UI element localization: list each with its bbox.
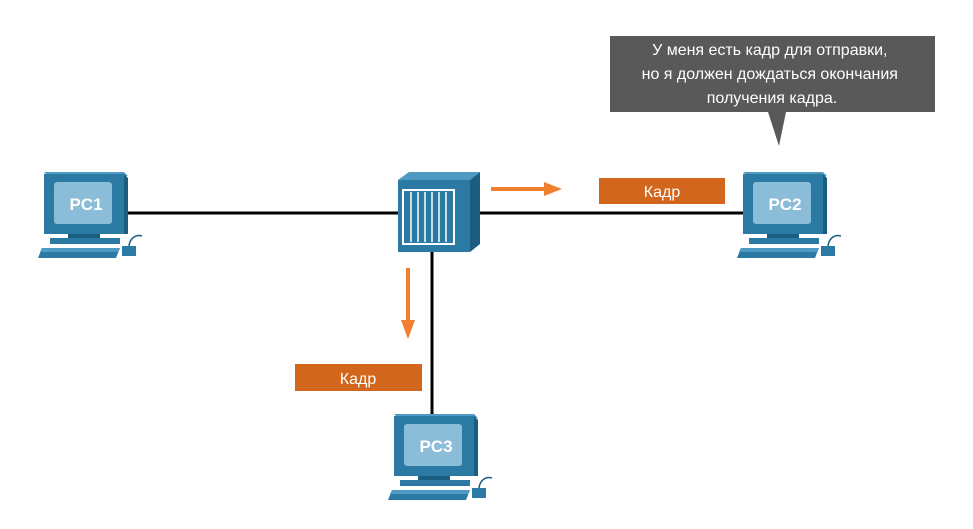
pc3-icon: PC3 bbox=[388, 414, 493, 500]
pc1-icon: PC1 bbox=[38, 172, 143, 258]
pc2-label: PC2 bbox=[768, 195, 801, 214]
arrow-right-icon bbox=[491, 182, 562, 196]
frame-box-pc3: Кадр bbox=[295, 364, 422, 391]
pc1-label: PC1 bbox=[69, 195, 102, 214]
pc3-label: PC3 bbox=[419, 437, 452, 456]
frame-label-pc2: Кадр bbox=[644, 184, 681, 201]
callout-line-1: У меня есть кадр для отправки, bbox=[652, 42, 887, 59]
frame-label-pc3: Кадр bbox=[340, 371, 377, 388]
switch-icon bbox=[398, 172, 480, 252]
callout-line-3: получения кадра. bbox=[707, 90, 838, 107]
arrow-down-icon bbox=[401, 268, 415, 339]
frame-box-pc2: Кадр bbox=[599, 178, 725, 204]
pc2-icon: PC2 bbox=[737, 172, 842, 258]
callout-line-2: но я должен дождаться окончания bbox=[642, 66, 898, 83]
callout-text: У меня есть кадр для отправки, но я долж… bbox=[642, 42, 903, 107]
speech-callout: У меня есть кадр для отправки, но я долж… bbox=[606, 32, 938, 152]
